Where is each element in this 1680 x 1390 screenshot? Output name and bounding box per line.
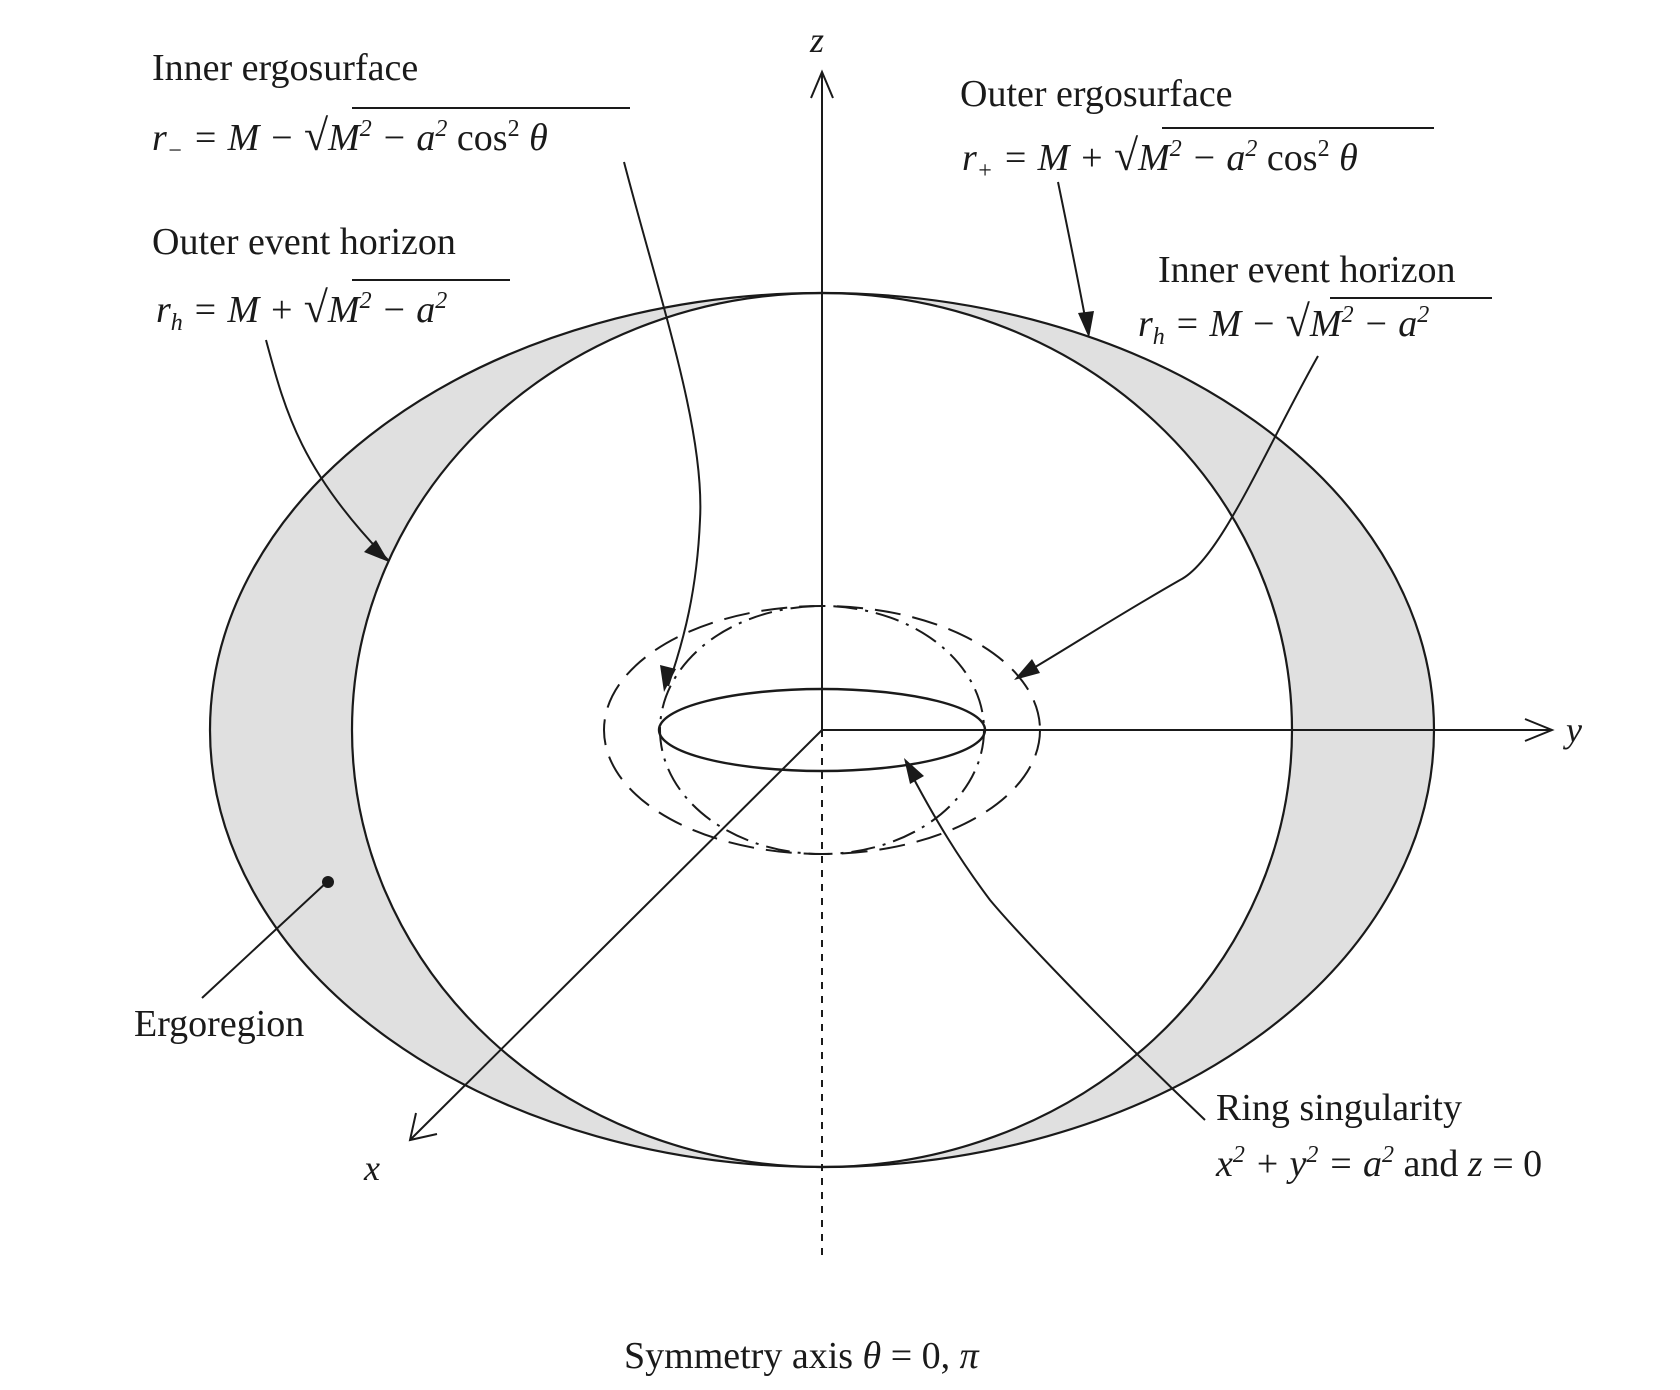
inner-event-horizon-arrowhead [1014, 659, 1040, 680]
inner-ergosurface-title: Inner ergosurface [152, 47, 418, 89]
inner-ergosurface-arrowhead [660, 665, 676, 692]
axes [408, 69, 1555, 1262]
outer-ergosurface-title: Outer ergosurface [960, 73, 1233, 115]
y-axis-label: y [1563, 710, 1582, 750]
inner-event-horizon-title: Inner event horizon [1158, 249, 1456, 291]
ergoregion-label: Ergoregion [134, 1003, 304, 1045]
symmetry-axis-label: Symmetry axis θ = 0, π [624, 1335, 980, 1377]
outer-event-horizon-leader [265, 339, 389, 561]
ring-singularity-leader [905, 763, 1206, 1121]
ring-singularity-label: Ring singularity x2 + y2 = a2 and z = 0 [1215, 1087, 1542, 1185]
outer-event-horizon-label: Outer event horizon rh = M + √M2 − a2 [152, 221, 510, 336]
inner-event-horizon-formula: rh = M − √M2 − a2 [1138, 297, 1429, 350]
ring-singularity-title: Ring singularity [1216, 1087, 1462, 1129]
x-axis [409, 729, 823, 1141]
inner-event-horizon-leader [1019, 355, 1319, 677]
outer-ergosurface-arrowhead [1078, 311, 1094, 338]
ergoregion-leader [201, 881, 328, 999]
ring-singularity-formula: x2 + y2 = a2 and z = 0 [1215, 1142, 1542, 1185]
x-axis-label: x [363, 1148, 380, 1188]
outer-ergosurface-leader [1057, 181, 1089, 334]
inner-event-horizon-label: Inner event horizon rh = M − √M2 − a2 [1138, 249, 1492, 350]
x-axis-arrowhead [408, 1112, 438, 1142]
inner-ergosurface-formula: r− = M − √M2 − a2 cos2 θ [152, 111, 548, 164]
outer-event-horizon-arrowhead [364, 540, 389, 562]
outer-event-horizon-formula: rh = M + √M2 − a2 [156, 283, 447, 336]
inner-ergosurface-label: Inner ergosurface r− = M − √M2 − a2 cos2… [152, 47, 630, 164]
leaders [201, 161, 1319, 1121]
outer-event-horizon-title: Outer event horizon [152, 221, 456, 263]
z-axis-label: z [809, 20, 824, 60]
outer-ergosurface-formula: r+ = M + √M2 − a2 cos2 θ [962, 131, 1358, 184]
outer-ergosurface-label: Outer ergosurface r+ = M + √M2 − a2 cos2… [960, 73, 1434, 184]
y-axis-arrowhead [1524, 718, 1555, 742]
arrowheads [364, 311, 1094, 784]
inner-ergosurface-leader [623, 161, 702, 687]
ergoregion-marker [322, 876, 334, 888]
ring-singularity-arrowhead [904, 758, 924, 784]
z-axis-arrowhead [810, 69, 834, 99]
